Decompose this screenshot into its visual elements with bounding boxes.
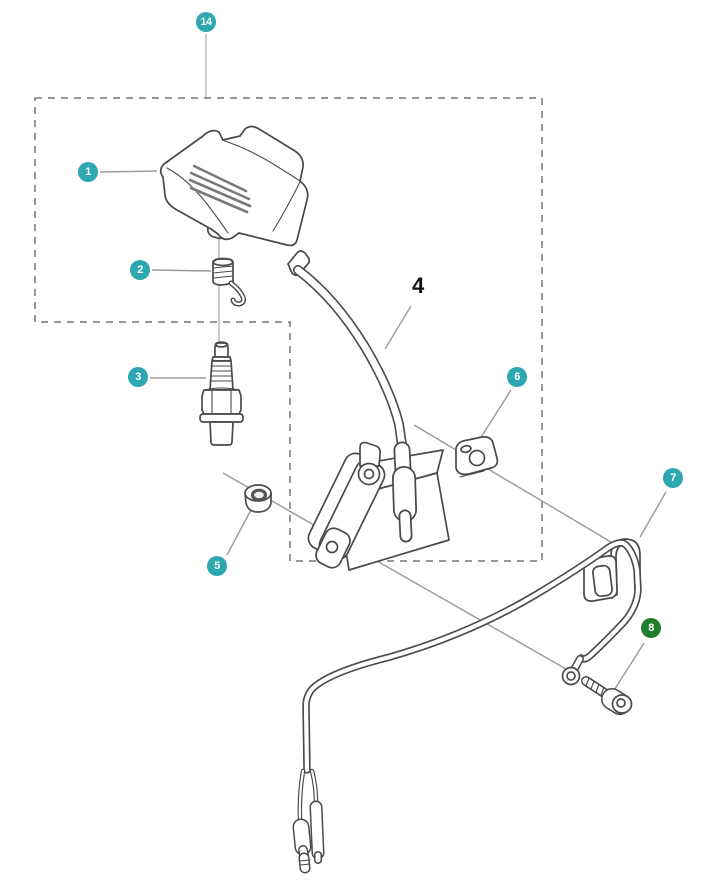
leader-lines: [99, 170, 667, 693]
callout-label-4[interactable]: 4: [412, 273, 425, 298]
callout-badge-2[interactable]: 2: [130, 260, 150, 280]
part-8-screw-drawing: [581, 676, 633, 715]
callout-badge-14[interactable]: 14: [196, 12, 216, 32]
cover-vent-slots: [188, 164, 252, 214]
callout-badge-6[interactable]: 6: [507, 367, 527, 387]
part-2-spring-drawing: [212, 257, 246, 307]
part-4-ignition-module-drawing: [307, 441, 450, 571]
part-7-wire-assembly-drawing: [292, 538, 642, 874]
callout-badge-1[interactable]: 1: [78, 162, 98, 182]
part-6-switch-drawing: [455, 436, 499, 478]
dashed-enclosure: [34, 97, 543, 562]
callout-badge-3[interactable]: 3: [128, 367, 148, 387]
callout-badge-5[interactable]: 5: [207, 556, 227, 576]
part-5-grommet-drawing: [244, 484, 272, 513]
part-3-spark-plug-drawing: [199, 341, 244, 446]
callout-badge-8[interactable]: 8: [641, 618, 661, 638]
part-4-ignition-lead-drawing: [287, 250, 417, 543]
callout-badge-7[interactable]: 7: [663, 468, 683, 488]
part-1-cover-drawing: [159, 125, 309, 247]
